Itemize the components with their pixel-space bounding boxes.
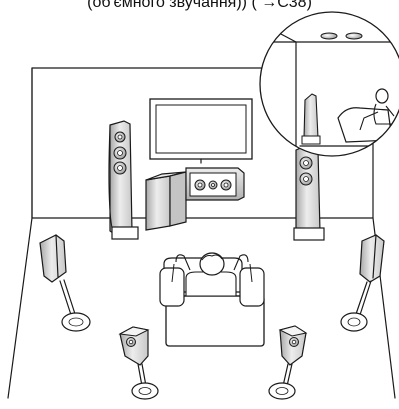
- front-left-speaker-icon: [109, 121, 138, 239]
- surround-back-right-speaker-icon: [269, 326, 306, 399]
- surround-right-speaker-icon: [341, 235, 384, 331]
- surround-back-left-speaker-icon: [120, 327, 158, 399]
- tv-icon: [150, 99, 252, 163]
- subwoofer-icon: [146, 172, 186, 230]
- listener-sofa-icon: [160, 253, 264, 346]
- ceiling-speaker-detail-icon: [256, 12, 399, 158]
- center-speaker-icon: [186, 168, 244, 200]
- front-right-speaker-icon: [294, 145, 324, 240]
- surround-left-speaker-icon: [40, 235, 90, 331]
